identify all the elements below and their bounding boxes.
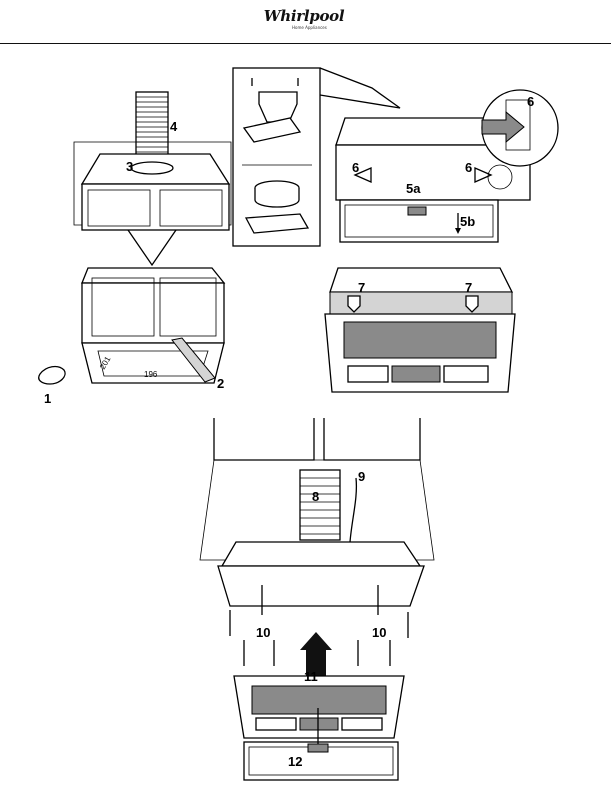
callout-10-right: 10 bbox=[372, 625, 386, 640]
callout-10-left: 10 bbox=[256, 625, 270, 640]
page-header: Whirlpool Home Appliances bbox=[0, 0, 611, 44]
callout-5b: 5b bbox=[460, 214, 475, 229]
flexible-duct-hose bbox=[135, 91, 169, 161]
upper-cabinet bbox=[80, 153, 231, 231]
callout-8: 8 bbox=[312, 489, 319, 504]
callout-7-right: 7 bbox=[465, 280, 472, 295]
callout-6-zoom: 6 bbox=[527, 94, 534, 109]
exploded-installation-view bbox=[199, 418, 435, 781]
main-flexible-duct bbox=[299, 469, 341, 541]
duct-cabinet-illustration bbox=[73, 91, 232, 267]
brand-wordmark: Whirlpool bbox=[263, 7, 345, 25]
callout-7-left: 7 bbox=[358, 280, 365, 295]
callout-12: 12 bbox=[288, 754, 302, 769]
brand-tagline: Home Appliances bbox=[292, 25, 327, 30]
callout-2: 2 bbox=[217, 376, 224, 391]
callout-1: 1 bbox=[44, 391, 51, 406]
latch-zoom-detail bbox=[481, 89, 559, 167]
hood-underside-illustration bbox=[324, 267, 516, 393]
whirlpool-logo: Whirlpool Home Appliances bbox=[262, 4, 346, 40]
mounting-screws bbox=[229, 585, 409, 666]
callout-6-right: 6 bbox=[465, 160, 472, 175]
cabinet-cutout-illustration bbox=[38, 267, 226, 385]
callout-4: 4 bbox=[170, 119, 178, 134]
duct-adapter-detail bbox=[232, 67, 401, 247]
callout-5a: 5a bbox=[406, 181, 421, 196]
header-divider bbox=[0, 43, 611, 44]
callout-9: 9 bbox=[358, 469, 365, 484]
callout-6-left: 6 bbox=[352, 160, 359, 175]
callout-3: 3 bbox=[126, 159, 133, 174]
callout-11: 11 bbox=[304, 669, 318, 684]
dimension-width-196: 196 bbox=[144, 370, 158, 379]
